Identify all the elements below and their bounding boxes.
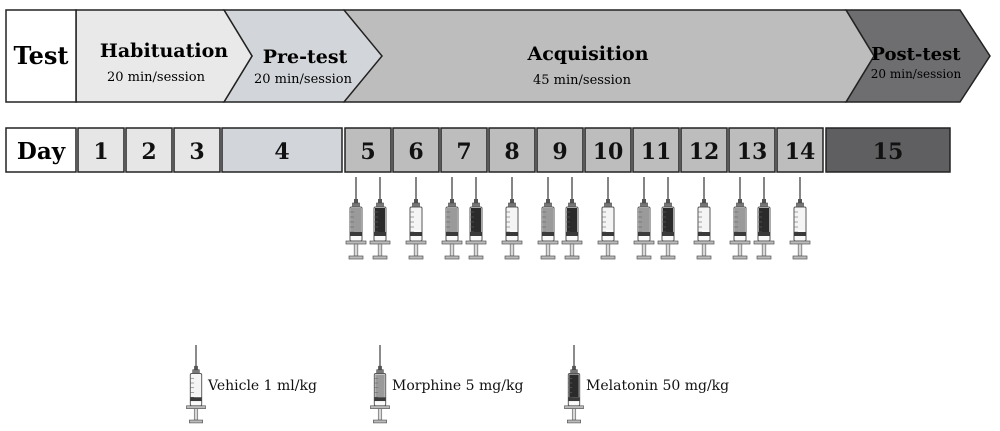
- day-number-11: 11: [641, 139, 672, 165]
- phase-name-habituation: Habituation: [100, 40, 228, 62]
- day-box-8: [488, 127, 536, 173]
- day-box-10: [584, 127, 632, 173]
- syringe-melatonin-icon: [564, 345, 584, 424]
- day-number-12: 12: [689, 139, 720, 165]
- day-number-1: 1: [93, 139, 108, 165]
- test-label: Test: [14, 41, 69, 70]
- syringe-morphine-icon: [537, 177, 559, 260]
- day-box-7: [440, 127, 488, 173]
- syringe-melatonin-icon: [465, 177, 487, 260]
- day-number-14: 14: [785, 139, 816, 165]
- syringe-vehicle-icon: [186, 345, 206, 424]
- day-number-9: 9: [552, 139, 567, 165]
- day-label-box: [5, 127, 77, 173]
- day-number-13: 13: [737, 139, 768, 165]
- syringe-vehicle-icon: [501, 177, 523, 260]
- syringe-morphine-icon: [633, 177, 655, 260]
- day-box-13: [728, 127, 776, 173]
- day-number-4: 4: [274, 139, 289, 165]
- day-number-3: 3: [189, 139, 204, 165]
- day-number-10: 10: [593, 139, 624, 165]
- day-number-8: 8: [504, 139, 519, 165]
- syringe-melatonin-icon: [561, 177, 583, 260]
- day-number-7: 7: [456, 139, 471, 165]
- injection-schedule: [345, 177, 811, 260]
- day-box-12: [680, 127, 728, 173]
- syringe-vehicle-icon: [405, 177, 427, 260]
- syringe-melatonin-icon: [753, 177, 775, 260]
- legend-label-vehicle: Vehicle 1 ml/kg: [207, 378, 317, 394]
- syringe-morphine-icon: [729, 177, 751, 260]
- phase-row: Test Habituation 20 min/session Pre-test…: [5, 9, 991, 103]
- phase-session-acquisition: 45 min/session: [533, 73, 632, 88]
- syringe-morphine-icon: [370, 345, 390, 424]
- syringe-morphine-icon: [345, 177, 367, 260]
- phase-session-habituation: 20 min/session: [107, 70, 206, 85]
- day-box-3: [173, 127, 221, 173]
- day-box-14: [776, 127, 824, 173]
- phase-name-post-test: Post-test: [871, 44, 961, 65]
- day-number-6: 6: [408, 139, 423, 165]
- day-box-11: [632, 127, 680, 173]
- phase-session-post-test: 20 min/session: [871, 67, 962, 81]
- phase-name-acquisition: Acquisition: [526, 43, 648, 65]
- day-box-15: [825, 127, 951, 173]
- day-label: Day: [17, 138, 66, 165]
- day-box-2: [125, 127, 173, 173]
- day-box-5: [344, 127, 392, 173]
- test-label-box: [5, 9, 77, 103]
- legend-label-morphine: Morphine 5 mg/kg: [392, 378, 523, 394]
- syringe-morphine-icon: [441, 177, 463, 260]
- day-box-4: [221, 127, 343, 173]
- syringe-melatonin-icon: [657, 177, 679, 260]
- syringe-vehicle-icon: [597, 177, 619, 260]
- day-number-15: 15: [873, 139, 904, 165]
- syringe-melatonin-icon: [369, 177, 391, 260]
- day-box-1: [77, 127, 125, 173]
- phase-name-pre-test: Pre-test: [263, 46, 348, 68]
- legend-label-melatonin: Melatonin 50 mg/kg: [586, 378, 729, 394]
- day-box-6: [392, 127, 440, 173]
- day-box-9: [536, 127, 584, 173]
- syringe-vehicle-icon: [789, 177, 811, 260]
- day-number-2: 2: [141, 139, 156, 165]
- syringe-vehicle-icon: [693, 177, 715, 260]
- day-number-5: 5: [360, 139, 375, 165]
- phase-session-pre-test: 20 min/session: [254, 72, 353, 87]
- legend: Vehicle 1 ml/kg Morphine 5 mg/kg Melatonin…: [186, 345, 729, 424]
